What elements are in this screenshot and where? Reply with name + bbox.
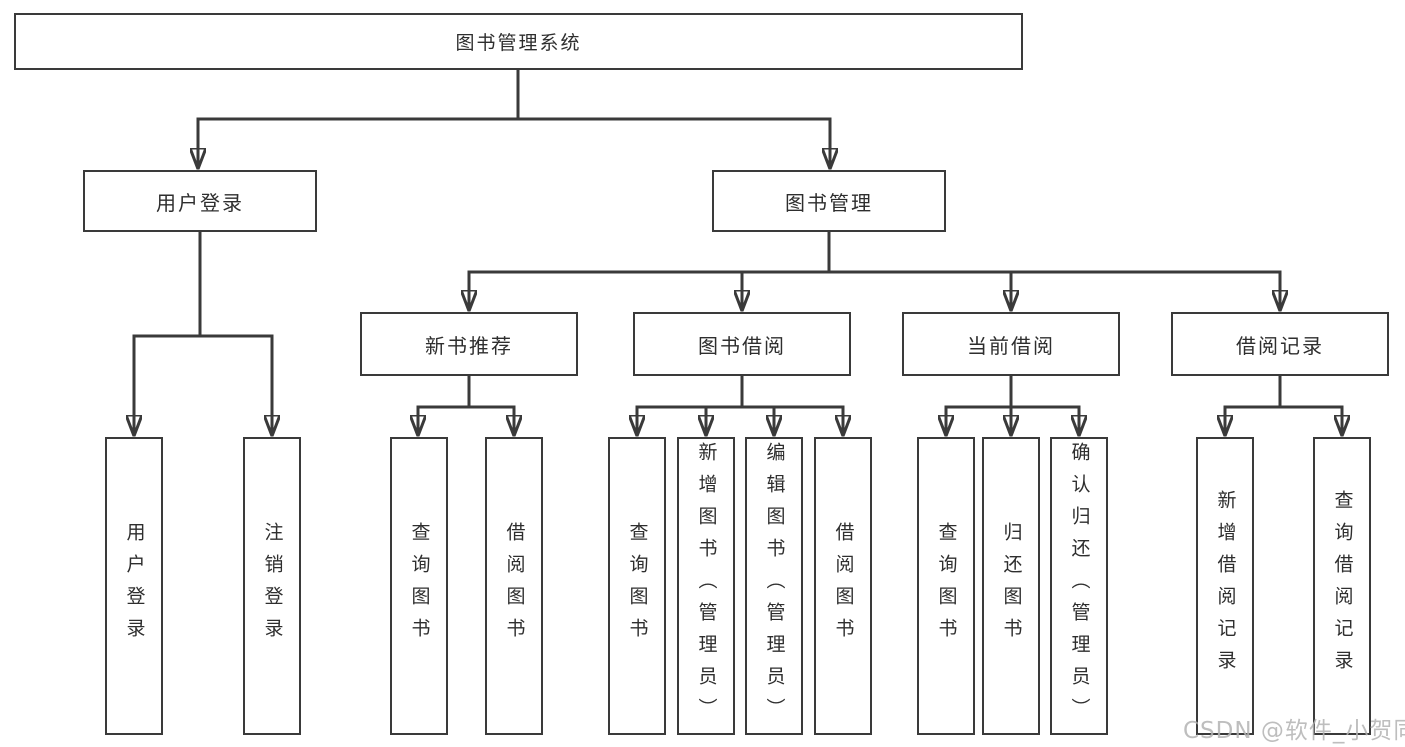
node-user-login: 用户登录 (83, 170, 317, 232)
node-library-management-system: 图书管理系统 (14, 13, 1023, 70)
leaf-borrow-books: 借阅图书 (814, 437, 872, 735)
leaf-edit-books-admin: 编辑图书（管理员） (745, 437, 803, 735)
leaf-add-books-admin: 新增图书（管理员） (677, 437, 735, 735)
node-borrow-records: 借阅记录 (1171, 312, 1389, 376)
leaf-query-books-recommend: 查询图书 (390, 437, 448, 735)
node-new-book-recommend: 新书推荐 (360, 312, 578, 376)
connector-lines (132, 68, 1344, 409)
leaf-query-borrow-record: 查询借阅记录 (1313, 437, 1371, 735)
csdn-watermark: CSDN @软件_小贺同学 (1183, 718, 1405, 744)
leaf-user-login: 用户登录 (105, 437, 163, 735)
leaf-return-books: 归还图书 (982, 437, 1040, 735)
leaf-query-books-borrow: 查询图书 (608, 437, 666, 735)
leaf-query-books-current: 查询图书 (917, 437, 975, 735)
leaf-logout: 注销登录 (243, 437, 301, 735)
node-book-borrow: 图书借阅 (633, 312, 851, 376)
node-current-borrow: 当前借阅 (902, 312, 1120, 376)
leaf-add-borrow-record: 新增借阅记录 (1196, 437, 1254, 735)
leaf-borrow-books-recommend: 借阅图书 (485, 437, 543, 735)
leaf-confirm-return-admin: 确认归还（管理员） (1050, 437, 1108, 735)
node-book-management: 图书管理 (712, 170, 946, 232)
